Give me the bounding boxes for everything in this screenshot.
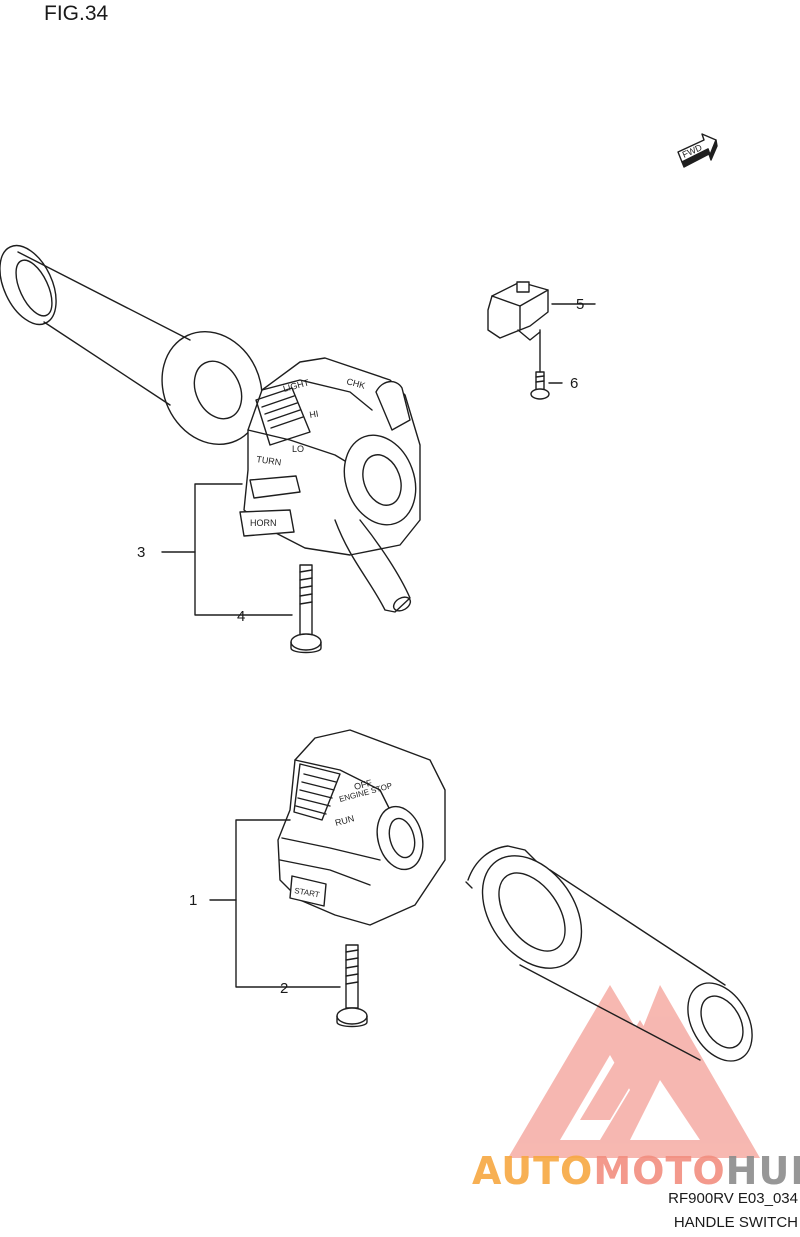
left-switch-horn-label: HORN (250, 518, 277, 528)
figure-label: FIG.34 (44, 2, 109, 25)
watermark-brand-moto: MOTO (593, 1149, 726, 1193)
left-switch-lo-label: LO (292, 444, 304, 454)
right-switch-screw (336, 944, 368, 1028)
watermark-brand-text: AUTOMOTOHUB (472, 1152, 800, 1190)
left-handle-switch (239, 357, 421, 613)
right-handle-switch (277, 729, 446, 926)
clutch-switch (487, 281, 549, 341)
right-throttle-grip (465, 845, 753, 1062)
callout-number-5: 5 (576, 296, 585, 313)
right-switch-start-label: START (294, 886, 321, 899)
automotohub-logo-icon (508, 985, 760, 1158)
left-switch-hi-label: HI (309, 409, 320, 420)
diagram-title: HANDLE SWITCH (673, 1214, 798, 1231)
callout-number-4: 4 (237, 608, 246, 625)
callout-leader-lines (161, 303, 596, 988)
left-grip (0, 244, 263, 446)
left-switch-screw (290, 564, 322, 654)
left-switch-check-label: CHK (345, 376, 366, 391)
callout-number-3: 3 (137, 544, 146, 561)
callout-number-1: 1 (189, 892, 198, 909)
clutch-switch-screw (530, 371, 550, 400)
callout-number-6: 6 (570, 375, 579, 392)
diagram-code: RF900RV E03_034 (668, 1190, 798, 1207)
right-switch-off-label: OFF (353, 777, 373, 791)
watermark-brand-auto: AUTO (472, 1149, 594, 1193)
forward-arrow-icon: FWD (677, 133, 718, 168)
watermark-brand-hub: HUB (725, 1149, 800, 1193)
callout-number-2: 2 (280, 980, 289, 997)
left-switch-turn-label: TURN (256, 454, 282, 467)
right-switch-run-label: RUN (334, 813, 355, 828)
